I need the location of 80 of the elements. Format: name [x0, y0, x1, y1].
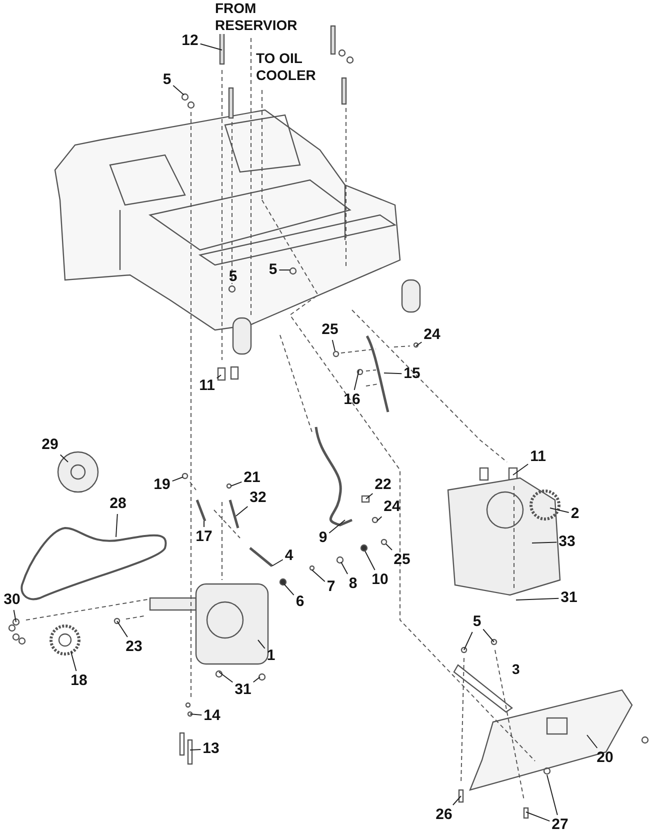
callout-number: 18 [70, 673, 88, 689]
leader-line [416, 342, 422, 346]
leader-line [340, 562, 348, 574]
leader-line [116, 514, 118, 538]
leader-line [218, 672, 234, 683]
callout-number: 3 [512, 661, 520, 678]
leader-line [464, 632, 473, 650]
callout-number: 5 [472, 614, 482, 630]
leader-line [354, 370, 360, 390]
callout-number: 25 [394, 552, 410, 568]
leader-line [512, 464, 529, 476]
callout-number: 6 [296, 594, 304, 610]
callout-number: 5 [228, 269, 238, 285]
callout-number: 24 [424, 327, 440, 343]
hose-note: TO OIL COOLER [256, 50, 317, 84]
leader-line [13, 610, 16, 622]
callout-number: 21 [244, 470, 260, 486]
leader-line [546, 774, 558, 816]
callout-number: 15 [404, 366, 420, 382]
callout-number: 2 [570, 506, 580, 522]
callout-number: 32 [250, 490, 266, 506]
leader-line [482, 628, 494, 642]
leader-line [376, 516, 382, 522]
callout-number: 11 [530, 449, 546, 465]
callout-number: 31 [560, 590, 578, 606]
leader-line [332, 340, 336, 352]
leader-line [366, 493, 374, 500]
leader-line [386, 544, 392, 550]
callout-number: 11 [199, 378, 215, 394]
leader-line [526, 812, 550, 822]
callout-number: 17 [196, 529, 212, 545]
leader-line [116, 620, 128, 638]
callout-number: 20 [596, 750, 614, 766]
leader-line [230, 481, 242, 486]
leader-line [172, 476, 184, 482]
callout-number: 14 [204, 708, 220, 724]
callout-number: 26 [436, 807, 452, 823]
callout-number: 24 [384, 499, 400, 515]
leader-line [312, 570, 326, 582]
callout-number: 30 [4, 592, 20, 608]
leader-line [452, 796, 462, 806]
leader-line [284, 584, 294, 596]
callout-number: 7 [326, 579, 336, 595]
callout-number: 19 [154, 477, 170, 493]
callout-number: 22 [374, 477, 392, 493]
callout-number: 13 [202, 741, 220, 757]
callout-number: 10 [372, 572, 388, 588]
callout-number: 31 [234, 682, 252, 698]
leader-line [60, 454, 68, 462]
callout-number: 1 [266, 648, 276, 664]
leader-line [70, 652, 77, 672]
callout-number: 5 [268, 262, 278, 278]
leader-line [252, 676, 260, 683]
leader-line [200, 43, 222, 50]
leader-line [550, 508, 570, 514]
leader-line [190, 714, 202, 716]
leader-line [272, 559, 284, 566]
callout-number: 12 [182, 33, 198, 49]
leader-line [258, 640, 266, 649]
callout-number: 29 [42, 437, 58, 453]
callout-number: 25 [322, 322, 338, 338]
leader-line [328, 520, 346, 534]
callout-number: 16 [344, 392, 360, 408]
leader-line [586, 734, 598, 748]
leader-line [364, 550, 376, 570]
leader-line [384, 372, 402, 374]
callout-number: 33 [558, 534, 576, 550]
leader-line [516, 598, 560, 600]
callout-number: 27 [552, 817, 568, 833]
leader-line [172, 84, 184, 96]
callout-number: 4 [284, 548, 294, 564]
callout-number: 28 [110, 496, 126, 512]
callout-number: 9 [318, 530, 328, 546]
leader-line [532, 542, 558, 544]
callout-number: 5 [162, 72, 172, 88]
leader-line [236, 506, 248, 516]
leader-line [216, 374, 222, 379]
leader-line [190, 749, 202, 750]
callout-number: 23 [126, 639, 142, 655]
callout-number: 8 [348, 576, 358, 592]
